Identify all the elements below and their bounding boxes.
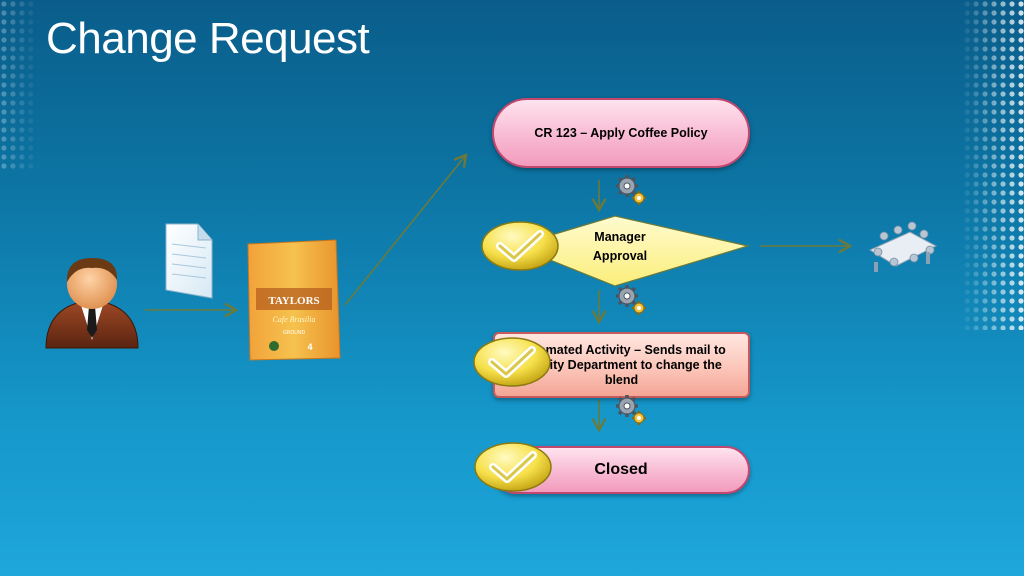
coffee-brand: TAYLORS [268, 295, 319, 307]
activity-label-2: Facility Department to change the [521, 357, 722, 372]
coffee-strength: 4 [307, 342, 312, 352]
decision-label-1: Manager [594, 230, 646, 244]
closed-label: Closed [594, 461, 648, 478]
coffee-name: Cafe Brasilia [273, 315, 316, 324]
request-label: CR 123 – Apply Coffee Policy [534, 126, 708, 140]
activity-label-3: blend [604, 372, 639, 387]
request-node: CR 123 – Apply Coffee Policy [492, 98, 750, 168]
coffee-grind: GROUND [283, 330, 306, 336]
decision-label-2: Approval [592, 249, 648, 263]
page-title: Change Request [46, 14, 370, 63]
activity-label-1: Automated Activity – Sends mail to [517, 342, 726, 357]
arrow-product-to-request [344, 153, 468, 306]
